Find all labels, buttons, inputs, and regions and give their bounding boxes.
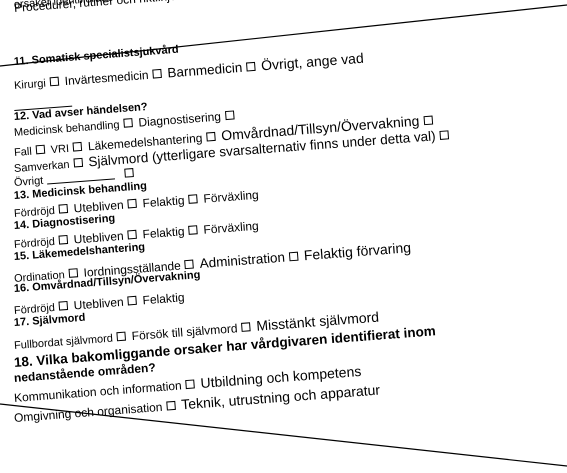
- checkbox[interactable]: [35, 144, 45, 155]
- checkbox[interactable]: [123, 118, 133, 128]
- checkbox[interactable]: [124, 167, 135, 178]
- checkbox[interactable]: [188, 194, 198, 204]
- checkbox[interactable]: [68, 268, 78, 278]
- checkbox-option[interactable]: Felaktig: [142, 290, 185, 307]
- checkbox[interactable]: [185, 379, 195, 390]
- option-label: Övrigt: [13, 174, 44, 189]
- option-label: Fall: [13, 145, 33, 159]
- checkbox[interactable]: [423, 115, 433, 126]
- checkbox[interactable]: [49, 76, 60, 87]
- checkbox[interactable]: [58, 203, 69, 214]
- option-label: VRI: [50, 142, 70, 157]
- checkbox[interactable]: [58, 300, 69, 311]
- checkbox[interactable]: [116, 331, 127, 342]
- checkbox[interactable]: [288, 251, 299, 262]
- checkbox[interactable]: [127, 198, 137, 209]
- checkbox[interactable]: [58, 234, 69, 245]
- checkbox[interactable]: [188, 225, 198, 235]
- checkbox[interactable]: [73, 157, 83, 168]
- option-label: Övrigt, ange vad: [199, 0, 303, 1]
- option-label: Kirurgi: [13, 77, 47, 92]
- checkbox[interactable]: [205, 131, 216, 142]
- checkbox[interactable]: [166, 400, 176, 411]
- checkbox[interactable]: [184, 259, 195, 270]
- checkbox[interactable]: [439, 130, 449, 140]
- checkbox[interactable]: [152, 68, 162, 79]
- checkbox[interactable]: [224, 110, 235, 121]
- checkbox[interactable]: [72, 141, 83, 152]
- checkbox-option[interactable]: VRI: [50, 141, 83, 157]
- checkbox[interactable]: [241, 322, 251, 332]
- checkbox[interactable]: [127, 295, 137, 306]
- checkbox[interactable]: [245, 61, 256, 72]
- checkbox[interactable]: [127, 229, 137, 240]
- checkbox-option[interactable]: Fall: [13, 144, 46, 159]
